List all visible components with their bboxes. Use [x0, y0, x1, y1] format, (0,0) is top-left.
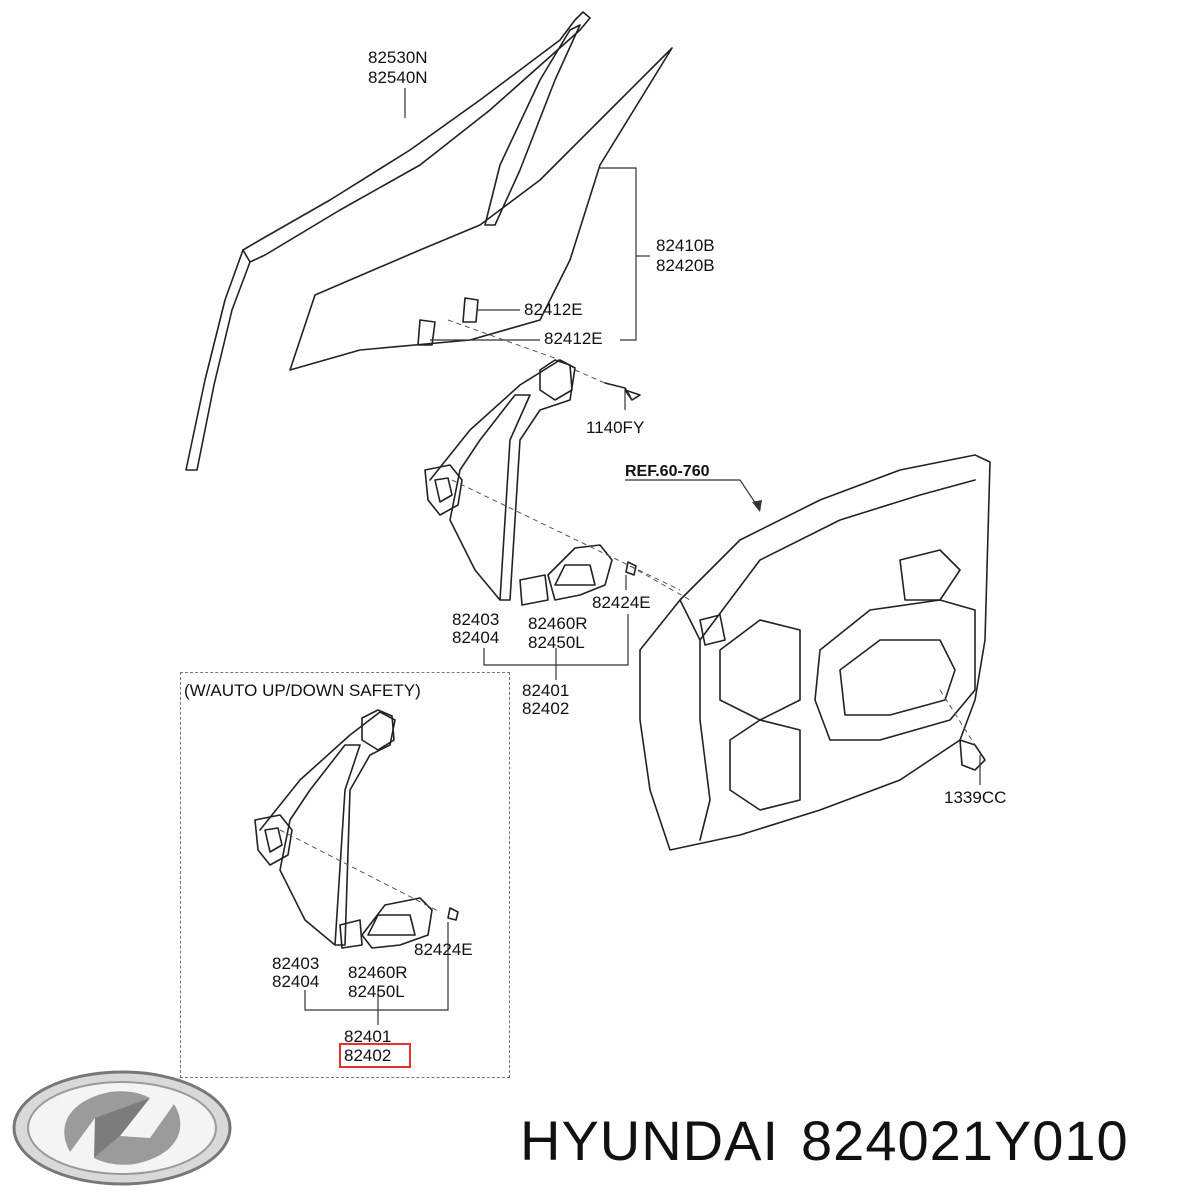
label-82402: 82402 — [522, 699, 570, 718]
label-82460r: 82460R — [528, 614, 588, 633]
inset-regulator — [254, 709, 459, 949]
inset-label-82404: 82404 — [272, 972, 320, 991]
label-82540n: 82540N — [368, 68, 428, 87]
label-82403: 82403 — [452, 610, 500, 629]
label-82401: 82401 — [522, 681, 570, 700]
auto-safety-inset — [180, 672, 510, 1078]
label-82410b: 82410B — [656, 236, 715, 255]
label-1339cc: 1339CC — [944, 788, 1007, 807]
label-ref-60-760: REF.60-760 — [625, 463, 710, 480]
label-82412e-lower: 82412E — [544, 329, 603, 348]
label-1140fy: 1140FY — [586, 418, 645, 437]
brand-name: HYUNDAI — [520, 1109, 780, 1172]
inset-label-82403: 82403 — [272, 954, 320, 973]
inset-label-82450l: 82450L — [348, 982, 405, 1001]
label-82420b: 82420B — [656, 256, 715, 275]
label-82412e-upper: 82412E — [524, 300, 583, 319]
label-82404: 82404 — [452, 628, 500, 647]
inset-label-82401: 82401 — [344, 1027, 392, 1046]
highlight-box — [339, 1043, 411, 1068]
inset-label-82402: 82402 — [344, 1046, 392, 1065]
label-82530n: 82530N — [368, 48, 428, 67]
inset-label-82424e: 82424E — [414, 940, 473, 959]
part-number: 824021Y010 — [801, 1109, 1129, 1172]
window-moulding — [185, 11, 591, 471]
door-glass — [289, 24, 673, 371]
inset-label-82460r: 82460R — [348, 963, 408, 982]
label-82450l: 82450L — [528, 633, 585, 652]
label-82424e: 82424E — [592, 593, 651, 612]
inset-title: (W/AUTO UP/DOWN SAFETY) — [184, 681, 421, 700]
footer-caption: HYUNDAI 824021Y010 — [520, 1108, 1151, 1173]
door-inner-panel — [639, 454, 991, 851]
hyundai-logo-icon — [12, 1070, 232, 1186]
window-regulator — [424, 359, 641, 606]
